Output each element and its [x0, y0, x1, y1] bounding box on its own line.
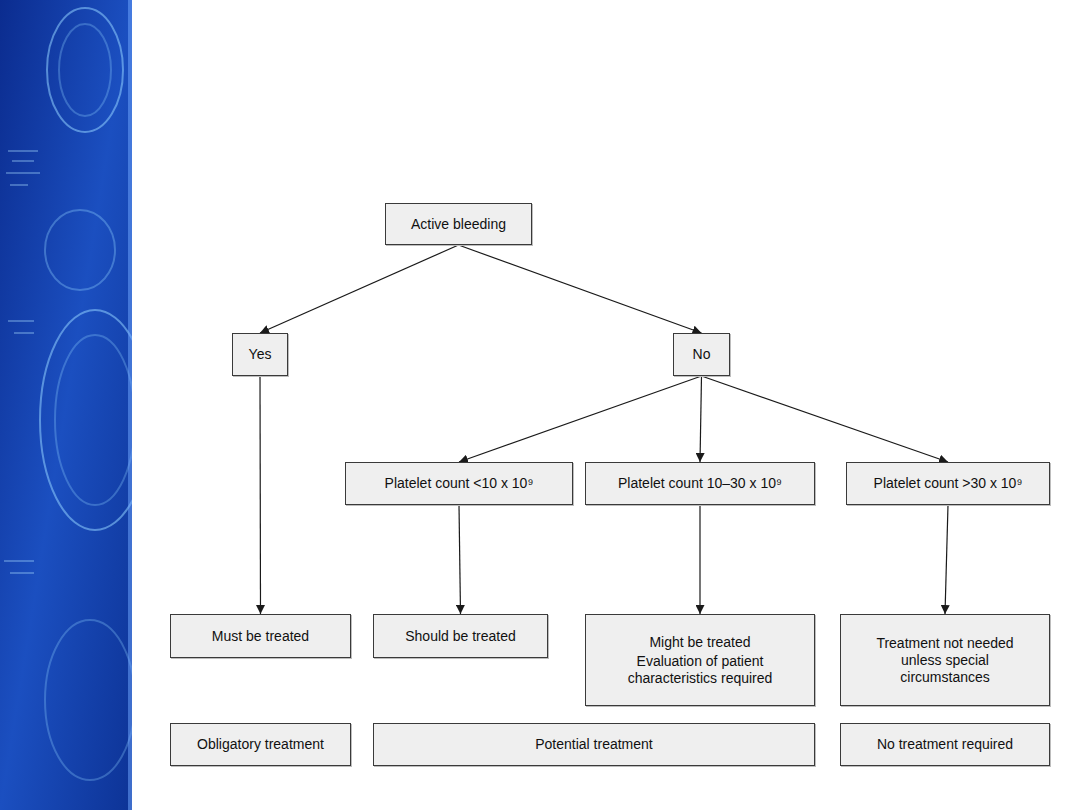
flow-arrow — [700, 376, 702, 462]
category-box: No treatment required — [840, 723, 1050, 766]
box-text: Should be treated — [405, 628, 516, 645]
flow-arrow — [945, 505, 948, 614]
condition-box: Platelet count <10 x 10⁹ — [345, 462, 573, 505]
outcome-box: Must be treated — [170, 614, 351, 658]
box-text: Platelet count <10 x 10⁹ — [385, 475, 534, 492]
flow-arrow — [259, 376, 261, 614]
box-text: Active bleeding — [411, 216, 506, 233]
side-banner — [0, 0, 132, 810]
banner-edge — [128, 0, 132, 810]
box-text: No treatment required — [877, 736, 1013, 753]
banner-ground — [0, 0, 132, 810]
answer-box: No — [673, 333, 730, 376]
box-text: Potential treatment — [535, 736, 653, 753]
category-box: Obligatory treatment — [170, 723, 351, 766]
box-text: Yes — [249, 346, 272, 363]
box-text: Treatment not needed unless special circ… — [865, 635, 1025, 686]
box-text: Platelet count >30 x 10⁹ — [874, 475, 1023, 492]
decision-box: Active bleeding — [385, 203, 532, 245]
box-text: Evaluation of patient characteristics re… — [610, 653, 790, 687]
box-text: Might be treated — [649, 634, 750, 651]
flow-arrow — [260, 245, 459, 333]
flow-arrow — [459, 505, 461, 614]
condition-box: Platelet count >30 x 10⁹ — [846, 462, 1050, 505]
outcome-box: Treatment not needed unless special circ… — [840, 614, 1050, 706]
brain-scan-art — [40, 8, 132, 780]
flow-arrow — [699, 505, 700, 614]
flow-arrow — [459, 376, 702, 462]
flow-arrow — [702, 376, 949, 462]
outcome-box: Should be treated — [373, 614, 548, 658]
category-box: Potential treatment — [373, 723, 815, 766]
condition-box: Platelet count 10–30 x 10⁹ — [585, 462, 815, 505]
box-text: Must be treated — [212, 628, 309, 645]
box-text: Obligatory treatment — [197, 736, 324, 753]
outcome-box: Might be treatedEvaluation of patient ch… — [585, 614, 815, 706]
box-text: Platelet count 10–30 x 10⁹ — [618, 475, 782, 492]
flow-arrow — [459, 245, 702, 333]
data-streaks — [4, 150, 40, 574]
box-text: No — [693, 346, 711, 363]
answer-box: Yes — [232, 333, 288, 376]
